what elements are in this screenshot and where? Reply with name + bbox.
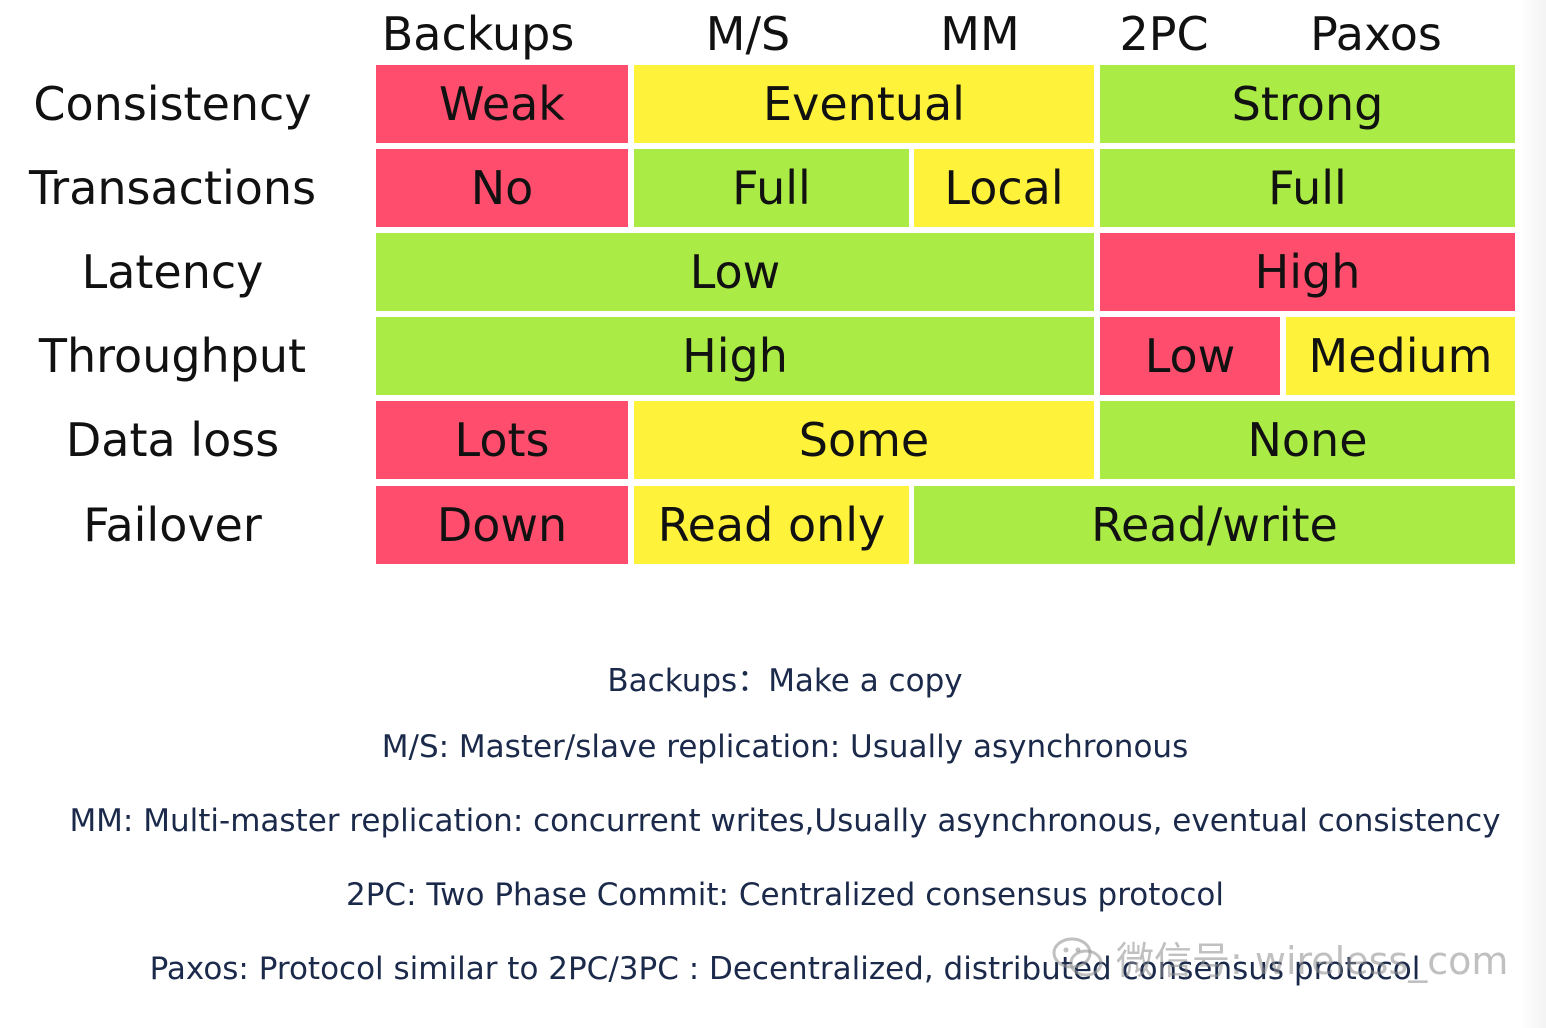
cell-failover-mm-paxos: Read/write: [914, 486, 1515, 564]
column-header-2pc: 2PC: [1119, 7, 1209, 61]
cell-consistency-backups: Weak: [376, 65, 628, 143]
cell-transactions-mm: Local: [914, 149, 1094, 227]
cell-consistency-2pc-paxos: Strong: [1100, 65, 1515, 143]
wechat-icon: [1050, 935, 1106, 981]
cell-transactions-2pc-paxos: Full: [1100, 149, 1515, 227]
legend-ms: M/S: Master/slave replication: Usually a…: [381, 729, 1189, 765]
row-label-data-loss: Data loss: [65, 413, 280, 467]
row-label-latency: Latency: [81, 245, 264, 299]
column-header-backups: Backups: [381, 7, 575, 61]
cell-throughput-backups-mm: High: [376, 317, 1094, 395]
cell-data-loss-ms-mm: Some: [634, 401, 1094, 479]
cell-data-loss-backups: Lots: [376, 401, 628, 479]
column-header-ms: M/S: [705, 7, 791, 61]
row-label-consistency: Consistency: [33, 77, 312, 131]
cell-data-loss-2pc-paxos: None: [1100, 401, 1515, 479]
row-label-throughput: Throughput: [38, 329, 307, 383]
right-edge-shade: [1520, 0, 1546, 1028]
legend-backups: Backups：Make a copy: [607, 663, 963, 699]
watermark: 微信号: wireless_com: [1050, 930, 1508, 985]
cell-latency-2pc-paxos: High: [1100, 233, 1515, 311]
cell-latency-backups-mm: Low: [376, 233, 1094, 311]
legend-2pc: 2PC: Two Phase Commit: Centralized conse…: [346, 877, 1224, 913]
row-label-transactions: Transactions: [28, 161, 317, 215]
column-header-paxos: Paxos: [1310, 7, 1442, 61]
legend-paxos: Paxos: Protocol similar to 2PC/3PC : Dec…: [149, 951, 1421, 987]
column-header-mm: MM: [940, 7, 1020, 61]
cell-failover-ms: Read only: [634, 486, 909, 564]
legend-mm: MM: Multi-master replication: concurrent…: [69, 803, 1501, 839]
cell-transactions-ms: Full: [634, 149, 909, 227]
cell-transactions-backups: No: [376, 149, 628, 227]
cell-throughput-2pc: Low: [1100, 317, 1280, 395]
row-label-failover: Failover: [83, 498, 262, 552]
watermark-text: 微信号: wireless_com: [1116, 939, 1509, 983]
cell-failover-backups: Down: [376, 486, 628, 564]
cell-consistency-ms-mm: Eventual: [634, 65, 1094, 143]
cell-throughput-paxos: Medium: [1286, 317, 1515, 395]
